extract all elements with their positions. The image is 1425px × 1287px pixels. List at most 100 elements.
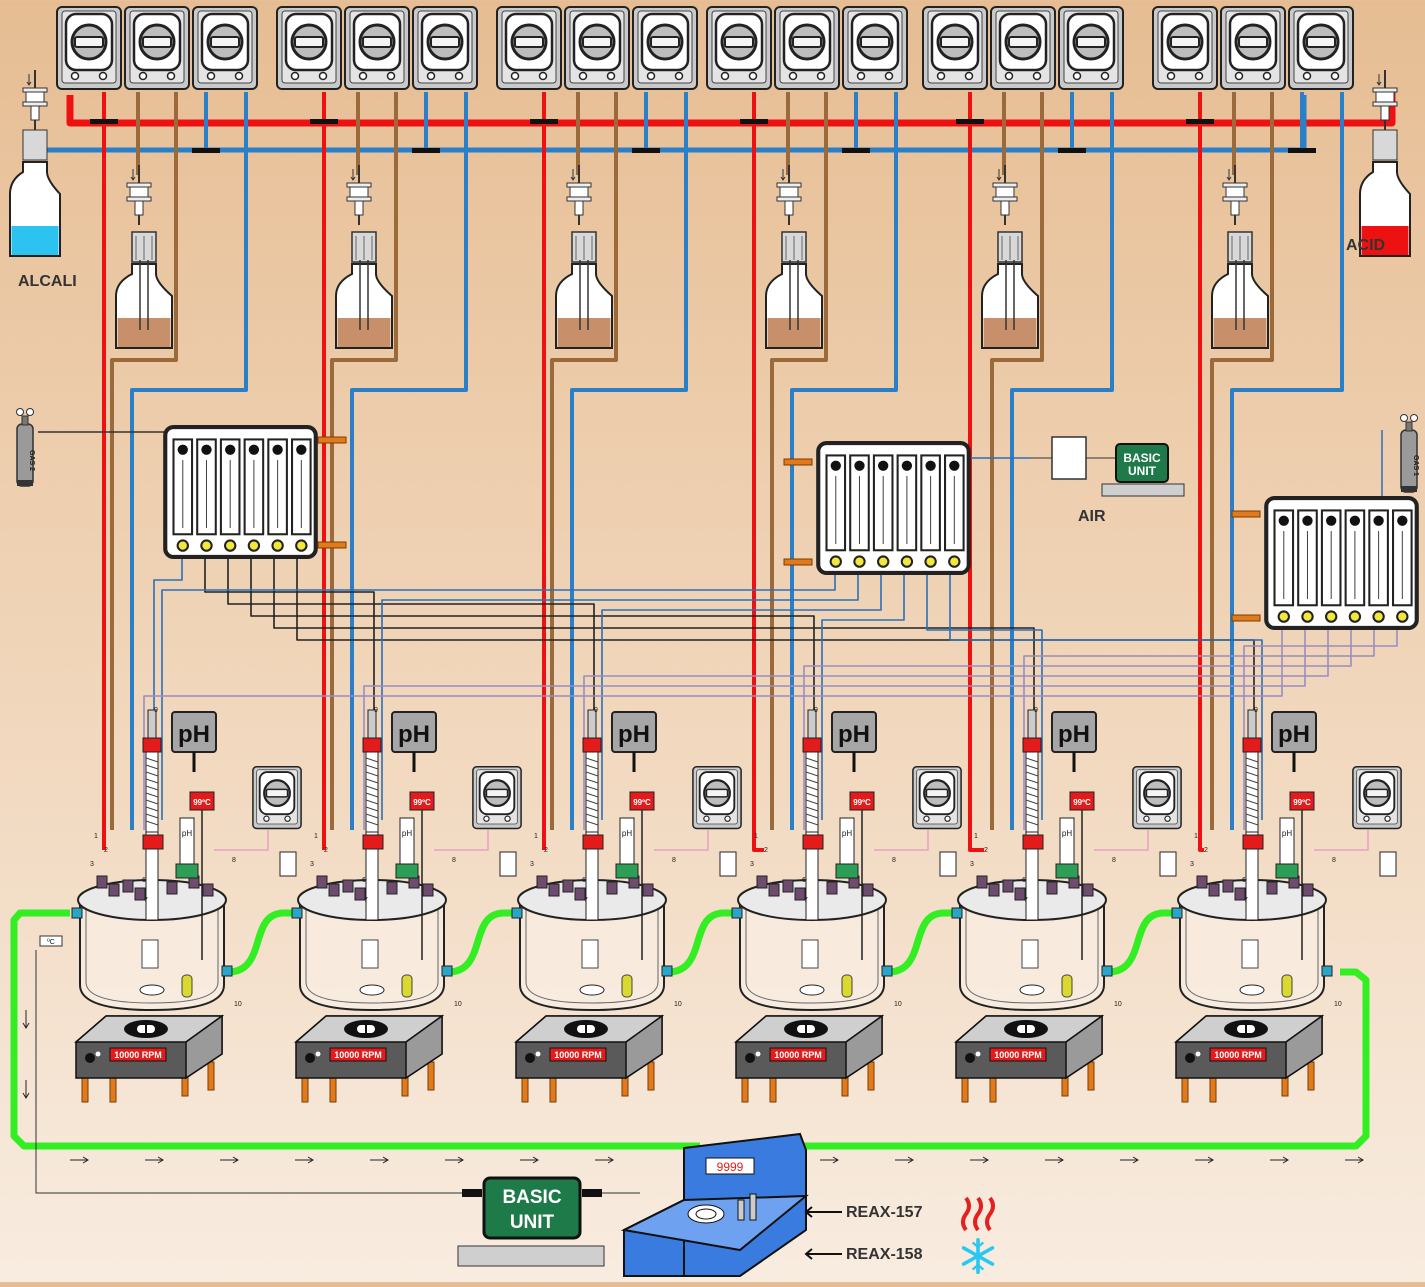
tee-connector <box>632 148 660 153</box>
ph-controller-label: pH <box>398 721 430 748</box>
port-number: 6 <box>142 877 146 884</box>
gas-cylinder-icon <box>15 408 35 487</box>
peristaltic-pump-icon <box>564 6 630 91</box>
recirculation-link <box>1107 909 1174 976</box>
harvest-line <box>434 830 489 851</box>
peristaltic-pump-icon <box>496 6 562 91</box>
coil-cap <box>582 737 602 753</box>
jacket-inlet <box>71 907 83 919</box>
port-number: 7 <box>1244 897 1248 904</box>
port-number: 8 <box>672 857 676 864</box>
gas-line-left-rotameter <box>204 557 375 820</box>
vent-filter <box>587 709 597 739</box>
coil-turn <box>1245 813 1259 819</box>
lid-port <box>1002 879 1014 893</box>
coil-turn <box>1245 785 1259 791</box>
coil-turn <box>805 806 819 812</box>
ph-controller-label: pH <box>838 721 870 748</box>
basic-unit-small-label: UNIT <box>1128 464 1157 478</box>
coil-turn <box>145 799 159 805</box>
ph-controller-label: pH <box>618 721 650 748</box>
temperature-readout: 99ºC <box>633 798 651 807</box>
lid-port <box>328 883 340 897</box>
peristaltic-pump-icon <box>842 6 908 91</box>
coil-turn <box>805 757 819 763</box>
recirculation-link <box>667 909 734 976</box>
harvest-line <box>1314 830 1369 851</box>
coil-turn <box>1245 792 1259 798</box>
port-number: 9 <box>154 707 158 714</box>
lid-port <box>642 883 654 897</box>
coil-turn <box>1245 771 1259 777</box>
circulator-display <box>705 1157 755 1175</box>
stirrer-display <box>989 1047 1047 1062</box>
stirrer-display <box>109 1047 167 1062</box>
basic-unit-label: UNIT <box>510 1212 555 1233</box>
coil-turn <box>585 757 599 763</box>
gas-line-middle-rotameter <box>949 575 1263 820</box>
peristaltic-pump-icon <box>990 6 1056 91</box>
coil-turn <box>1025 785 1039 791</box>
lid-port <box>342 879 354 893</box>
condenser-cap <box>142 834 164 850</box>
flow-arrow <box>70 1156 89 1164</box>
temperature-readout: 99ºC <box>1073 798 1091 807</box>
peristaltic-pump-icon <box>922 6 988 91</box>
stir-bar <box>139 984 165 996</box>
flow-arrow <box>1345 1156 1364 1164</box>
coil-turn <box>585 799 599 805</box>
jacket-outlet <box>1101 965 1113 977</box>
feed-bottle-icon <box>981 231 1039 349</box>
vessel-jacket <box>305 906 439 1004</box>
pump-bank <box>1152 6 1354 91</box>
bottle-liquid <box>1361 226 1409 255</box>
vent-filter <box>1027 709 1037 739</box>
coil-turn <box>365 813 379 819</box>
alkali-feed-line <box>1230 92 1344 830</box>
harvest-line <box>214 830 269 851</box>
port-number: 2 <box>1204 847 1208 854</box>
reax158-arrow <box>804 1248 842 1260</box>
harvest-beaker <box>1379 851 1397 877</box>
lid-port <box>1222 879 1234 893</box>
ph-probe-label: pH <box>622 829 632 838</box>
lid-port <box>316 875 328 889</box>
port-number: 3 <box>1190 861 1194 868</box>
gas-outlet-port <box>1231 614 1261 622</box>
ph-probe-label: pH <box>402 829 412 838</box>
port-number: 2 <box>324 847 328 854</box>
alkali-feed-line <box>570 92 688 830</box>
stirrer-display <box>549 1047 607 1062</box>
coil-turn <box>145 785 159 791</box>
coil-turn <box>1245 820 1259 826</box>
harvest-pump-icon <box>472 766 522 830</box>
alkali-feed-line <box>130 92 248 830</box>
air-label: AIR <box>1078 508 1106 525</box>
flow-arrow <box>895 1156 914 1164</box>
lid-port <box>1234 887 1246 901</box>
port-number: 7 <box>144 897 148 904</box>
feed-line-to-reactor <box>1210 92 1274 830</box>
port-number: 8 <box>1112 857 1116 864</box>
feed-bottle-icon <box>555 231 613 349</box>
port-number: 2 <box>104 847 108 854</box>
tee-connector <box>90 119 118 124</box>
gas-cylinder-label: GAS 2 <box>28 450 35 471</box>
circulator-probe <box>737 1199 745 1221</box>
lid-port <box>1196 875 1208 889</box>
sample-tube <box>181 974 193 998</box>
lid-port <box>1208 883 1220 897</box>
coil-turn <box>805 764 819 770</box>
lid-port <box>606 881 618 895</box>
tee-connector <box>1288 148 1316 153</box>
harvest-line <box>1094 830 1149 851</box>
tee-connector <box>1186 119 1214 124</box>
temperature-signal-cable <box>35 950 462 1194</box>
pump-bank <box>56 6 258 91</box>
coil-turn <box>1025 757 1039 763</box>
tee-connector <box>1058 148 1086 153</box>
ph-probe-cap <box>615 863 639 879</box>
gas-line-middle-rotameter <box>161 575 836 820</box>
port-number: 1 <box>534 833 538 840</box>
